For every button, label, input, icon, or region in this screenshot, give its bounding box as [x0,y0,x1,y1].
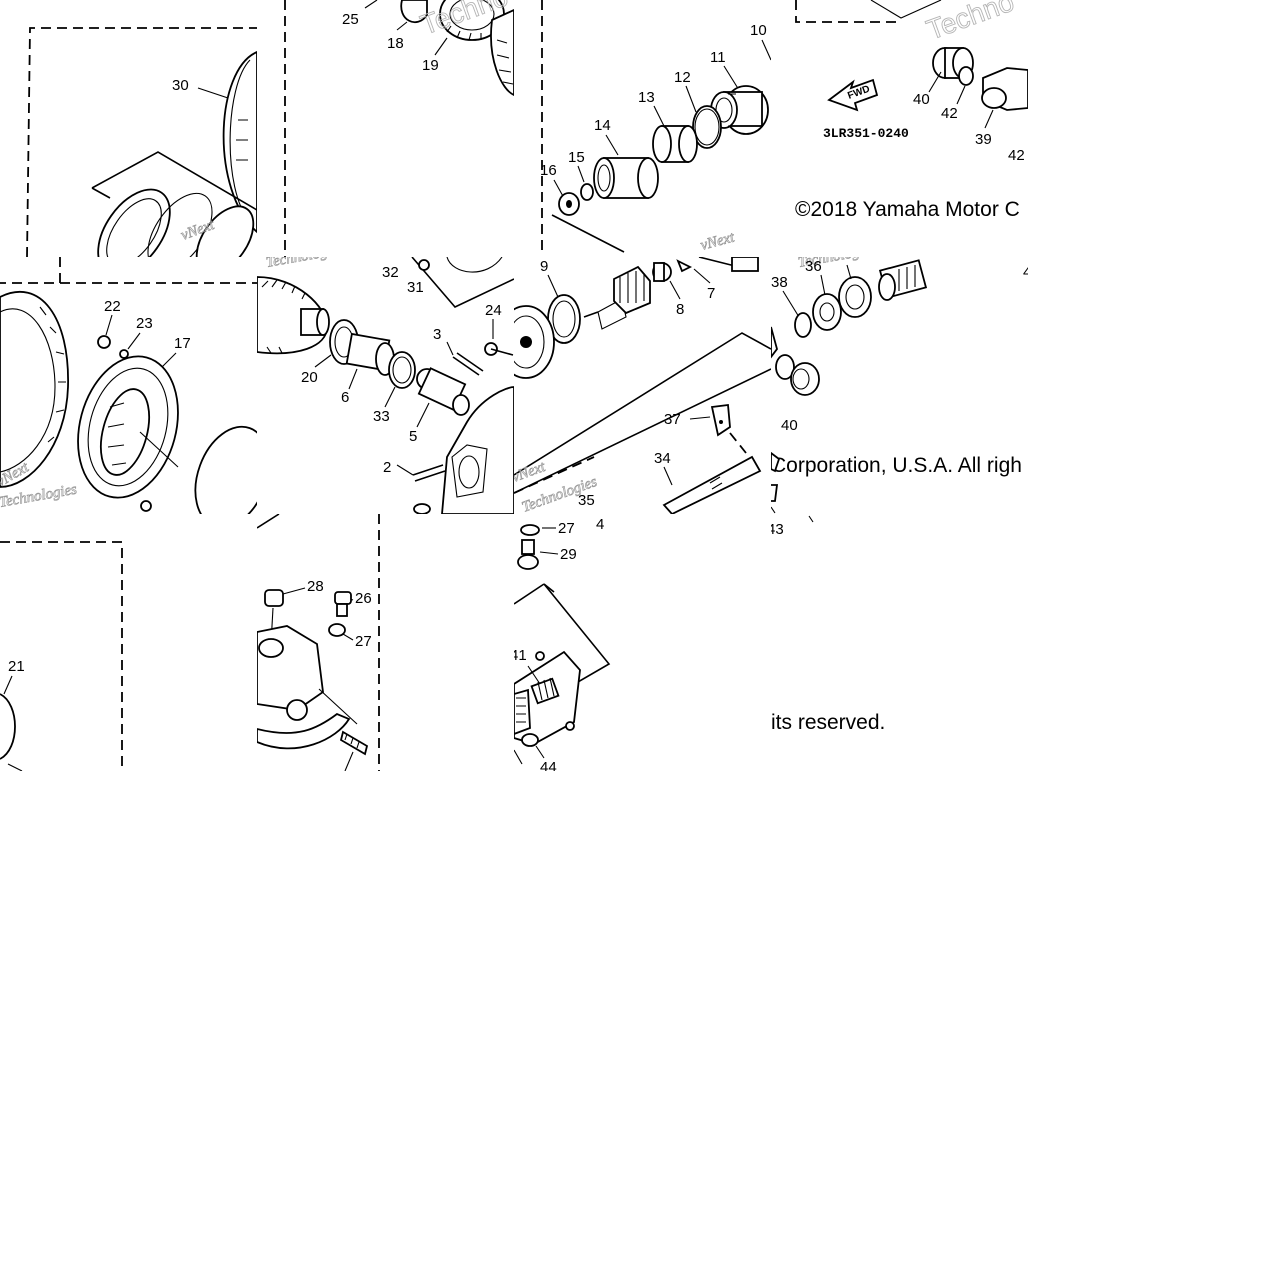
diagram-tile-r1c2: 25 18 19 Techno [257,0,514,257]
callout-37: 37 [664,411,681,428]
callout-20: 20 [301,369,318,386]
callout-39: 39 [975,131,992,148]
callout-9: 9 [540,258,548,275]
callout-44: 44 [540,759,557,771]
watermark-text: Techno [922,0,1017,46]
callout-34: 34 [654,450,671,467]
callout-14: 14 [594,117,611,134]
diagram-tile-r2c2: 32 31 20 6 33 3 24 [257,257,514,514]
diagram-tile-r3c2: 28 26 27 [257,514,514,771]
diagram-tile-r3c1: 21 [0,514,257,771]
copyright-line-3: its reserved. [771,711,885,734]
callout-40b: 40 [781,417,798,434]
callout-40: 40 [913,91,930,108]
callout-43: 43 [771,521,784,538]
diagram-tile-r1c1: 30 vNext [0,0,257,257]
callout-8: 8 [676,301,684,318]
watermark-text: Technologies [265,257,345,271]
callout-27b: 27 [558,520,575,537]
callout-31: 31 [407,279,424,296]
callout-27: 27 [355,633,372,650]
callout-25: 25 [342,11,359,28]
callout-38: 38 [771,274,788,291]
diagram-tile-r3c4: 43 its reserved. [771,514,1028,771]
callout-10: 10 [750,22,767,39]
diagram-tile-r3c3: 4 27 29 41 44 [514,514,771,771]
callout-15: 15 [568,149,585,166]
callout-41: 41 [514,647,527,664]
callout-12: 12 [674,69,691,86]
callout-42: 42 [941,105,958,122]
callout-11: 11 [710,49,726,66]
callout-22: 22 [104,298,121,315]
watermark-text: vNext [514,459,548,486]
callout-28: 28 [307,578,324,595]
callout-6: 6 [341,389,349,406]
copyright-line-2: Corporation, U.S.A. All righ [771,454,1022,477]
callout-4: 4 [1023,264,1028,281]
callout-23: 23 [136,315,153,332]
callout-26: 26 [355,590,372,607]
callout-29: 29 [560,546,577,563]
diagram-tile-r1c3: 10 11 12 13 14 15 [514,0,771,257]
callout-4b: 4 [596,516,604,533]
callout-30: 30 [172,77,189,94]
copyright-line-1: ©2018 Yamaha Motor C [795,198,1020,221]
callout-33: 33 [373,408,390,425]
callout-21: 21 [8,658,25,675]
callout-32: 32 [382,264,399,281]
diagram-tile-r1c4: Techno FWD 3LR351-0240 40 42 39 42 ©2018… [771,0,1028,257]
callout-42b: 42 [1008,147,1025,164]
callout-19: 19 [422,57,439,74]
callout-35: 35 [578,492,595,509]
watermark-text: vNext [699,229,737,254]
callout-16: 16 [540,162,557,179]
callout-17: 17 [174,335,191,352]
callout-5: 5 [409,428,417,445]
callout-3: 3 [433,326,441,343]
callout-36: 36 [805,258,822,275]
figure-code: 3LR351-0240 [823,126,909,141]
diagram-tile-r2c4: Technologies 38 36 4 40 Corporation, U.S… [771,257,1028,514]
callout-2: 2 [383,459,391,476]
fwd-arrow-icon: FWD [827,78,879,112]
diagram-tile-r2c1: 22 23 17 vNext Technologies [0,257,257,514]
callout-7: 7 [707,285,715,302]
callout-18: 18 [387,35,404,52]
callout-24: 24 [485,302,502,319]
diagram-tile-r2c3: vNext 9 8 7 37 3 [514,257,771,514]
callout-13: 13 [638,89,655,106]
